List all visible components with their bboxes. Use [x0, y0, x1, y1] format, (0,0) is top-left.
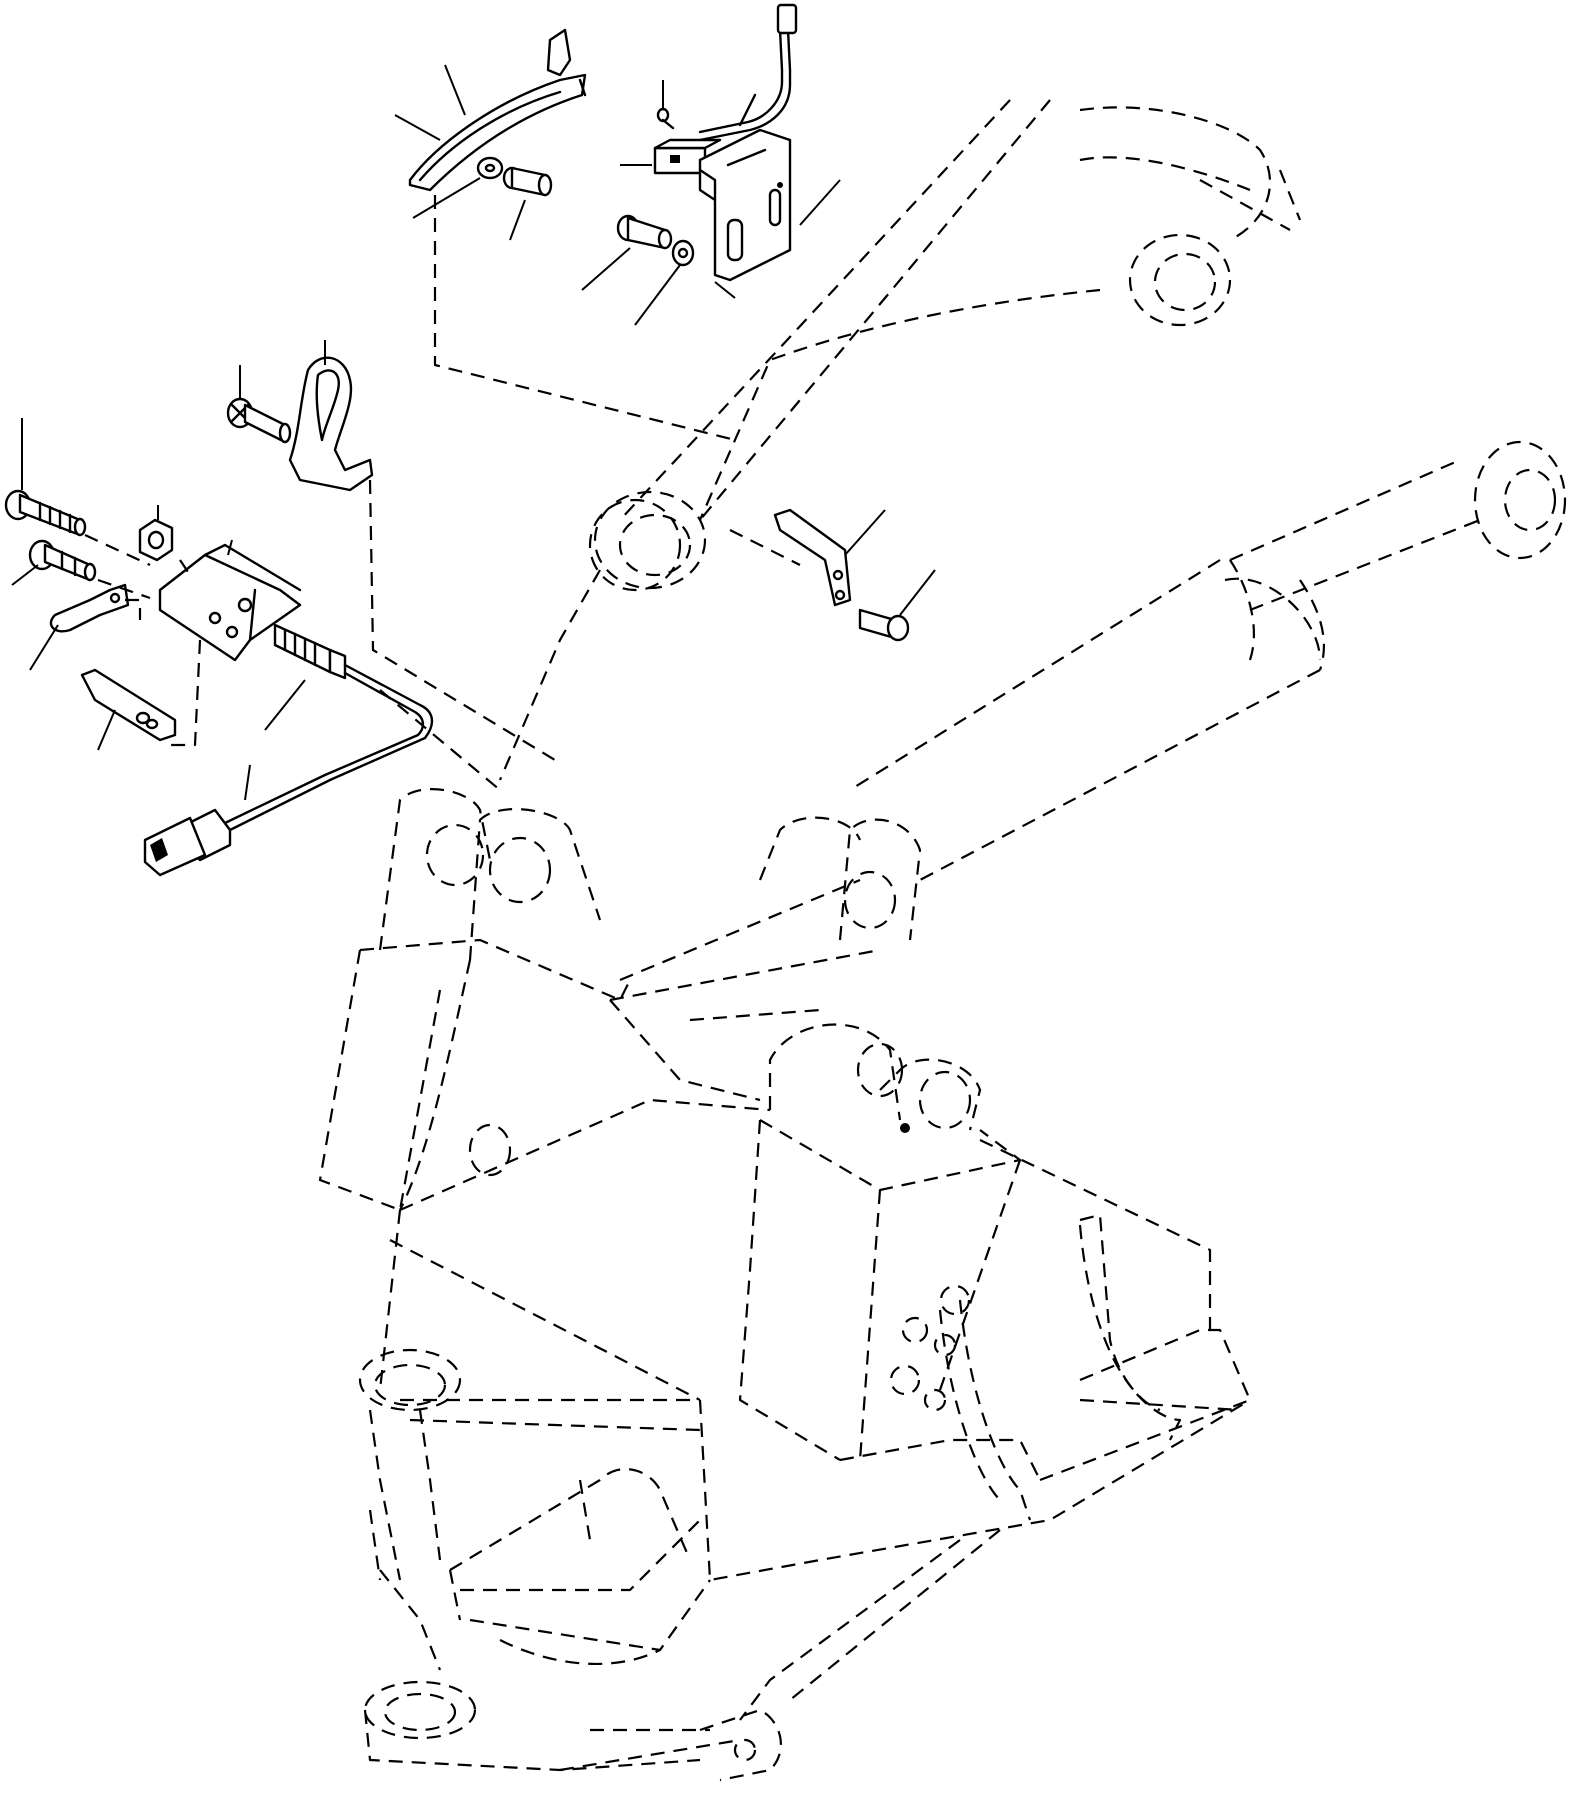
leader-cable — [244, 764, 251, 801]
washer-top — [476, 156, 504, 180]
callout-leaders — [11, 64, 936, 801]
bolt-boom-bracket — [858, 608, 910, 642]
boom-arm — [619, 99, 1302, 521]
hydraulic-cylinder — [849, 440, 1567, 881]
switch-mount-block — [158, 543, 302, 662]
small-screw — [656, 107, 675, 130]
mounting-frame — [318, 788, 1252, 1782]
assembly-guides — [84, 195, 801, 791]
leader-boom-bracket — [844, 509, 886, 556]
boom-bracket — [773, 508, 852, 607]
hex-nut — [138, 518, 174, 562]
bolt-cam — [226, 397, 292, 444]
washer-sensor — [671, 239, 695, 267]
bolt-sensor — [616, 214, 673, 250]
boom-pivot — [498, 490, 707, 781]
leader-curved-plate — [444, 64, 466, 116]
cam-plate — [288, 356, 374, 492]
leader-washer-top — [412, 177, 481, 219]
pointer-plate — [80, 668, 177, 742]
curved-slotted-plate — [408, 28, 587, 192]
sensor-with-cable — [653, 3, 798, 175]
leader-bolt-top — [509, 199, 526, 241]
long-bolt — [4, 489, 87, 537]
leader-washer-sensor — [634, 264, 681, 326]
leader-bracket-tab — [29, 624, 59, 671]
bolt-top-left — [502, 166, 553, 197]
leader-slot — [714, 281, 736, 299]
leader-mount-block — [227, 539, 233, 556]
small-bracket-tab — [49, 583, 130, 633]
leader-sensor-bracket — [799, 179, 841, 226]
leader-proximity-sensor — [264, 679, 306, 731]
leader-bolt-sensor — [581, 247, 631, 291]
proximity-sensor — [143, 623, 434, 877]
sensor-bracket — [698, 128, 792, 282]
leader-short-bolt — [11, 564, 39, 586]
leader-bolt-boom — [899, 569, 936, 616]
short-bolt — [28, 539, 97, 582]
leader-plate-left — [394, 114, 441, 141]
leader-pointer-plate — [97, 709, 116, 751]
